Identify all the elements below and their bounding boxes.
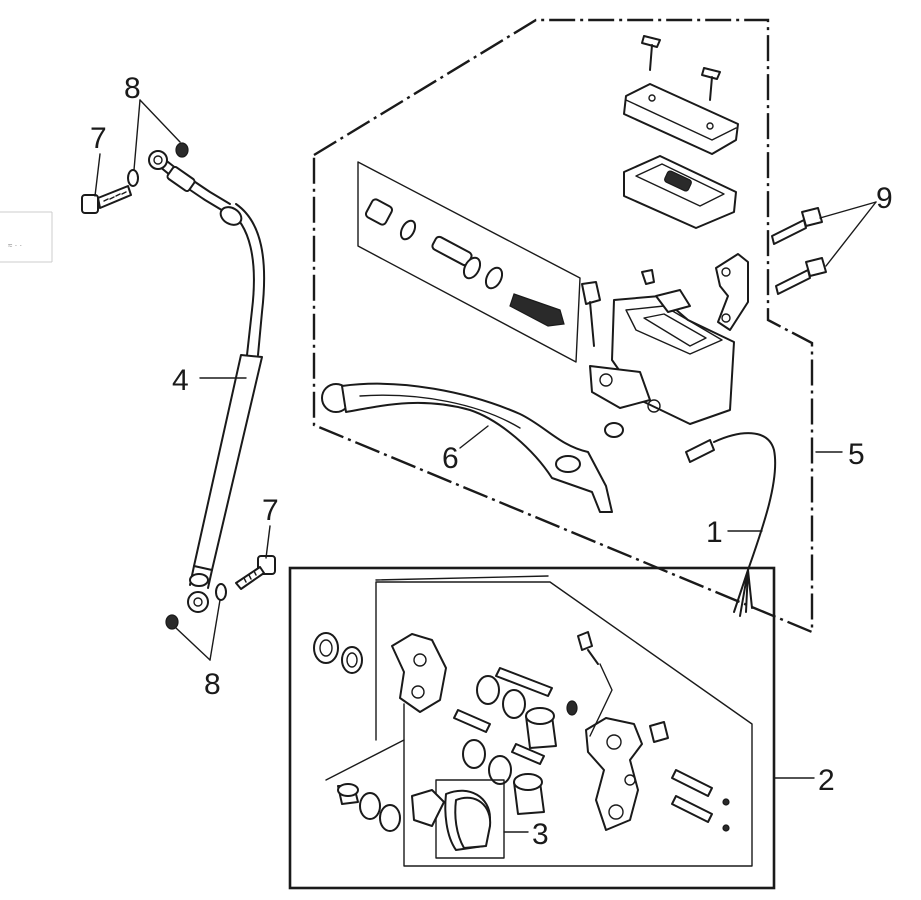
reservoir-cap [623, 83, 739, 155]
caliper-mount-bolts [671, 769, 730, 832]
brake-lever [321, 382, 613, 513]
caliper-inner-boundary [375, 581, 753, 867]
svg-text:≈ · ·: ≈ · · [8, 241, 22, 250]
callout-9: 9 [876, 182, 893, 215]
upper-banjo-fitting [148, 150, 196, 193]
caliper-body [585, 717, 669, 831]
caliper-bleeder [577, 631, 599, 665]
callout-8-bottom: 8 [204, 668, 221, 701]
lower-banjo-fitting [187, 591, 209, 613]
leader-lines [94, 99, 877, 833]
callout-8-top: 8 [124, 72, 141, 105]
callout-7-top: 7 [90, 122, 107, 155]
pivot-nut [604, 422, 624, 438]
reservoir-screws [641, 35, 721, 101]
banjo-bolt-lower [235, 555, 276, 590]
brake-pads [411, 789, 492, 851]
clamp-bolt-lower [775, 257, 827, 295]
piston-kit-box [357, 161, 581, 363]
handlebar-clamp [715, 253, 749, 331]
clamp-bolt-upper [771, 207, 823, 245]
sealing-washers-upper [127, 142, 189, 187]
callout-6: 6 [442, 442, 459, 475]
callout-1: 1 [706, 516, 723, 549]
brake-hose [157, 157, 266, 589]
caliper-pistons [462, 675, 557, 815]
caliper-seals-lower [337, 783, 401, 832]
master-cylinder-body [589, 269, 735, 425]
callout-7-bottom: 7 [262, 494, 279, 527]
sealing-washers-lower [165, 583, 227, 630]
caliper-pins [453, 667, 578, 765]
scan-artifact: ≈ · · [0, 211, 53, 263]
banjo-bolt-upper [81, 185, 132, 214]
callout-4: 4 [172, 364, 189, 397]
callout-3: 3 [532, 818, 549, 851]
master-cylinder-boundary [312, 18, 814, 634]
caliper-seals-upper [313, 632, 363, 674]
callout-2: 2 [818, 764, 835, 797]
caliper-bracket [391, 633, 447, 713]
caliper-boundary [288, 566, 776, 890]
callout-5: 5 [848, 438, 865, 471]
brake-switch-cable [685, 432, 777, 617]
reservoir-diaphragm [623, 155, 737, 229]
piston-kit-parts [365, 198, 601, 347]
